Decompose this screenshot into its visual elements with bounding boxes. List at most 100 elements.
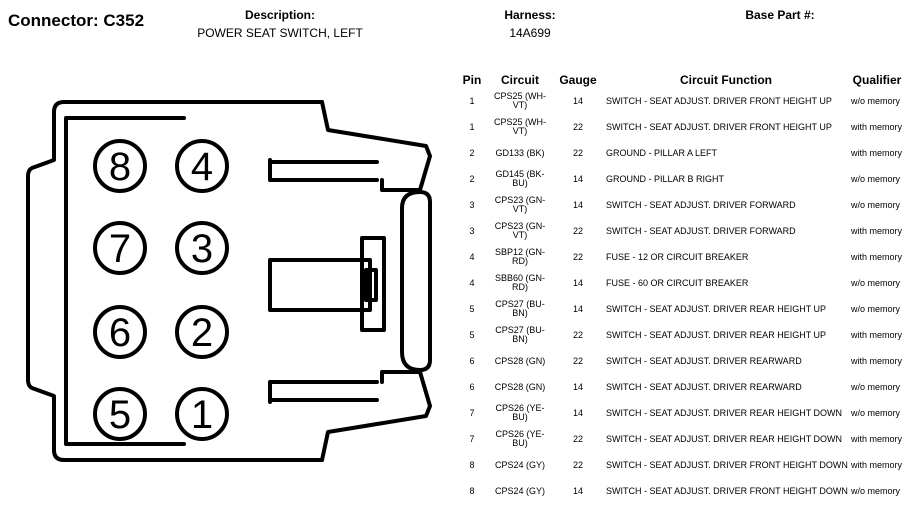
cell-qualifier: with memory [851,433,903,444]
base-part-label: Base Part #: [745,8,815,22]
col-header-function: Circuit Function [680,73,772,87]
pin-label-4: 4 [191,145,213,189]
connector-latch-bottom [320,370,432,462]
cell-gauge: 22 [572,251,583,262]
cell-circuit: CPS27 (BU-BN) [495,325,545,344]
connector-upper-pocket [268,158,379,182]
harness-label: Harness: [504,8,556,22]
pin-label-5: 5 [109,393,131,437]
cell-gauge: 22 [572,433,583,444]
connector-upper-pocket-right [380,178,422,192]
cell-circuit: SBP12 (GN-RD) [494,247,545,266]
cell-gauge: 22 [572,225,583,236]
cell-pin: 1 [469,95,475,106]
cell-function: FUSE - 12 OR CIRCUIT BREAKER [606,251,749,262]
cell-circuit: CPS27 (BU-BN) [495,299,545,318]
cell-circuit: CPS25 (WH-VT) [493,91,546,110]
pin-cavity-5 [93,387,147,441]
pin-cavity-7 [93,221,147,275]
table-row: 7 CPS26 (YE-BU) 22 SWITCH - SEAT ADJUST. DR… [456,426,906,452]
cell-circuit: CPS26 (YE-BU) [495,403,545,422]
connector-outer-shell [26,100,324,462]
pin-label-2: 2 [191,311,213,355]
cell-circuit: CPS26 (YE-BU) [495,429,545,448]
pin-label-3: 3 [191,227,213,271]
cell-function: GROUND - PILLAR B RIGHT [606,173,725,184]
cell-circuit: CPS28 (GN) [494,381,546,392]
cell-gauge: 22 [572,147,583,158]
cell-function: SWITCH - SEAT ADJUST. DRIVER FRONT HEIGH… [606,95,832,106]
cell-pin: 8 [469,459,475,470]
cell-function: SWITCH - SEAT ADJUST. DRIVER FORWARD [606,199,796,210]
cell-gauge: 14 [572,485,583,496]
col-header-circuit: Circuit [500,73,539,87]
cell-qualifier: w/o memory [851,277,901,288]
connector-right-tab [400,190,432,372]
connector-title: Connector: C352 [8,11,145,30]
connector-latch-top [320,100,432,192]
pin-cavity-2 [175,305,229,359]
cell-qualifier: w/o memory [851,485,901,496]
cell-pin: 3 [469,225,475,236]
cell-function: SWITCH - SEAT ADJUST. DRIVER FRONT HEIGH… [606,121,832,132]
cell-pin: 6 [469,381,475,392]
table-header-row: Pin Circuit Gauge Circuit Function Quali… [456,72,906,88]
cell-circuit: CPS24 (GY) [494,485,545,496]
cell-qualifier: with memory [851,121,903,132]
pin-cavity-4 [175,139,229,193]
cell-qualifier: with memory [851,225,903,236]
cell-qualifier: w/o memory [851,199,901,210]
pin-label-7: 7 [109,227,131,271]
cell-qualifier: w/o memory [851,173,901,184]
pin-label-1: 1 [191,393,213,437]
cell-pin: 7 [469,407,475,418]
cell-function: SWITCH - SEAT ADJUST. DRIVER REAR HEIGHT… [606,407,843,418]
cell-gauge: 22 [572,355,583,366]
connector-lower-pocket [268,380,379,404]
cell-circuit: CPS23 (GN-VT) [494,221,546,240]
cell-qualifier: w/o memory [851,381,901,392]
cell-pin: 4 [469,251,475,262]
pin-cavity-6 [93,305,147,359]
cell-pin: 3 [469,199,475,210]
cell-function: SWITCH - SEAT ADJUST. DRIVER REAR HEIGHT… [606,329,827,340]
cell-gauge: 22 [572,459,583,470]
cell-circuit: CPS25 (WH-VT) [493,117,546,136]
cell-function: SWITCH - SEAT ADJUST. DRIVER REAR HEIGHT… [606,433,843,444]
cell-circuit: CPS28 (GN) [494,355,546,366]
cell-pin: 2 [469,147,475,158]
cell-gauge: 14 [572,199,583,210]
description-label: Description: [244,8,315,22]
cell-qualifier: w/o memory [851,95,901,106]
cell-pin: 7 [469,433,475,444]
cell-qualifier: w/o memory [851,407,901,418]
connector-key-slot [364,268,378,302]
cell-gauge: 22 [572,329,583,340]
cell-gauge: 22 [572,121,583,132]
cell-circuit: SBB60 (GN-RD) [494,273,545,292]
connector-inner-housing [64,116,186,446]
cell-gauge: 14 [572,381,583,392]
pin-cavity-3 [175,221,229,275]
table-row: 1 CPS25 (WH-VT) 22 SWITCH - SEAT ADJUST. DR… [456,114,906,140]
cell-pin: 1 [469,121,475,132]
cell-function: FUSE - 60 OR CIRCUIT BREAKER [606,277,749,288]
cell-pin: 8 [469,485,475,496]
cell-function: SWITCH - SEAT ADJUST. DRIVER FRONT HEIGH… [606,459,848,470]
cell-circuit: GD145 (BK-BU) [495,169,545,188]
cell-qualifier: with memory [851,355,903,366]
cell-function: SWITCH - SEAT ADJUST. DRIVER REAR HEIGHT… [606,303,827,314]
